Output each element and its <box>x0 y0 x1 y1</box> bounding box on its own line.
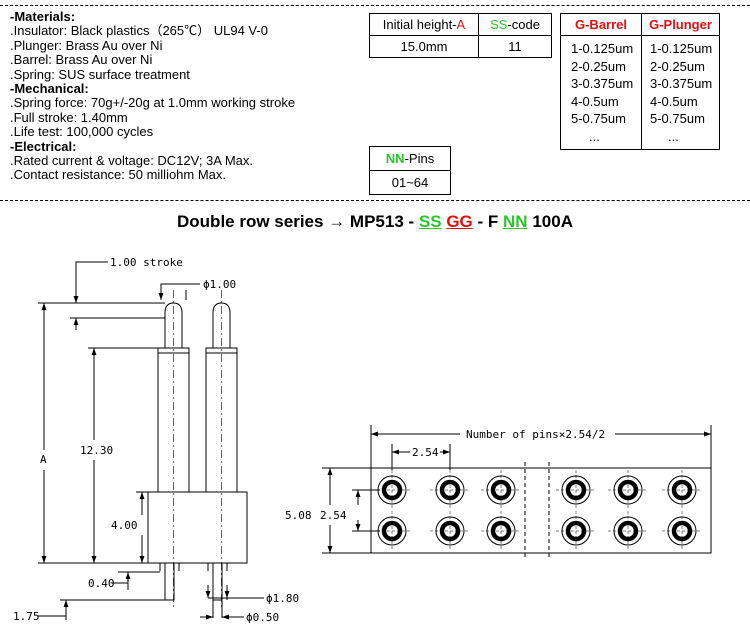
specifications: -Materials: .Insulator: Black plastics（2… <box>10 9 360 183</box>
spec-line: .Barrel: Brass Au over Ni <box>10 52 153 68</box>
d1230-label: 12.30 <box>80 444 113 457</box>
ss-code-header: SS-code <box>478 13 552 36</box>
spec-line: .Spring force: 70g+/-20g at 1.0mm workin… <box>10 95 296 111</box>
phi100-label: ϕ1.00 <box>203 278 236 291</box>
stroke-label: 1.00 stroke <box>110 256 183 269</box>
spec-line: .Insulator: Black plastics（265℃） UL94 V-… <box>10 23 268 39</box>
spec-line: .Spring: SUS surface treatment <box>10 66 190 82</box>
spec-line: .Life test: 100,000 cycles <box>10 124 154 140</box>
height-table: Initial height-A SS-code 15.0mm 11 <box>369 13 552 58</box>
h254-label: 2.54 <box>320 509 347 522</box>
spec-line: .Rated current & voltage: DC12V; 3A Max. <box>10 153 254 169</box>
electrical-header: -Electrical: <box>10 138 77 154</box>
hole-row-top <box>372 470 702 510</box>
plating-table: G-Barrel G-Plunger 1-0.125um 2-0.25um 3-… <box>560 13 720 150</box>
pitch-label: 2.54 <box>412 446 439 459</box>
height-value: 15.0mm <box>369 35 479 58</box>
d175-label: 1.75 <box>13 610 40 623</box>
materials-header: -Materials: <box>10 9 76 24</box>
side-view <box>38 261 264 620</box>
plunger-header: G-Plunger <box>641 13 720 36</box>
series-title: Double row series → MP513 - SS GG - F NN… <box>177 212 573 231</box>
top-view <box>322 425 712 560</box>
pins-formula-label: Number of pins×2.54/2 <box>466 428 605 441</box>
h508-label: 5.08 <box>285 509 312 522</box>
height-header: Initial height-A <box>369 13 479 36</box>
hole-row-bottom <box>372 511 702 551</box>
spec-line: .Plunger: Brass Au over Ni <box>10 37 163 53</box>
mechanical-header: -Mechanical: <box>10 81 89 97</box>
spec-line: .Full stroke: 1.40mm <box>10 109 128 125</box>
phi180-label: ϕ1.80 <box>266 592 299 605</box>
height-a-label: A <box>40 453 47 466</box>
plunger-options: 1-0.125um 2-0.25um 3-0.375um 4-0.5um 5-0… <box>641 35 720 150</box>
middle-divider <box>0 200 750 201</box>
d040-label: 0.40 <box>88 577 115 590</box>
spec-line: .Contact resistance: 50 milliohm Max. <box>10 167 227 183</box>
ss-code-value: 11 <box>478 35 552 58</box>
barrel-header: G-Barrel <box>560 13 642 36</box>
pins-table: NN-Pins 01~64 <box>369 146 451 195</box>
d400-label: 4.00 <box>111 519 138 532</box>
phi050-label: ϕ0.50 <box>246 611 279 624</box>
pins-value: 01~64 <box>369 170 451 195</box>
top-divider <box>0 5 750 6</box>
